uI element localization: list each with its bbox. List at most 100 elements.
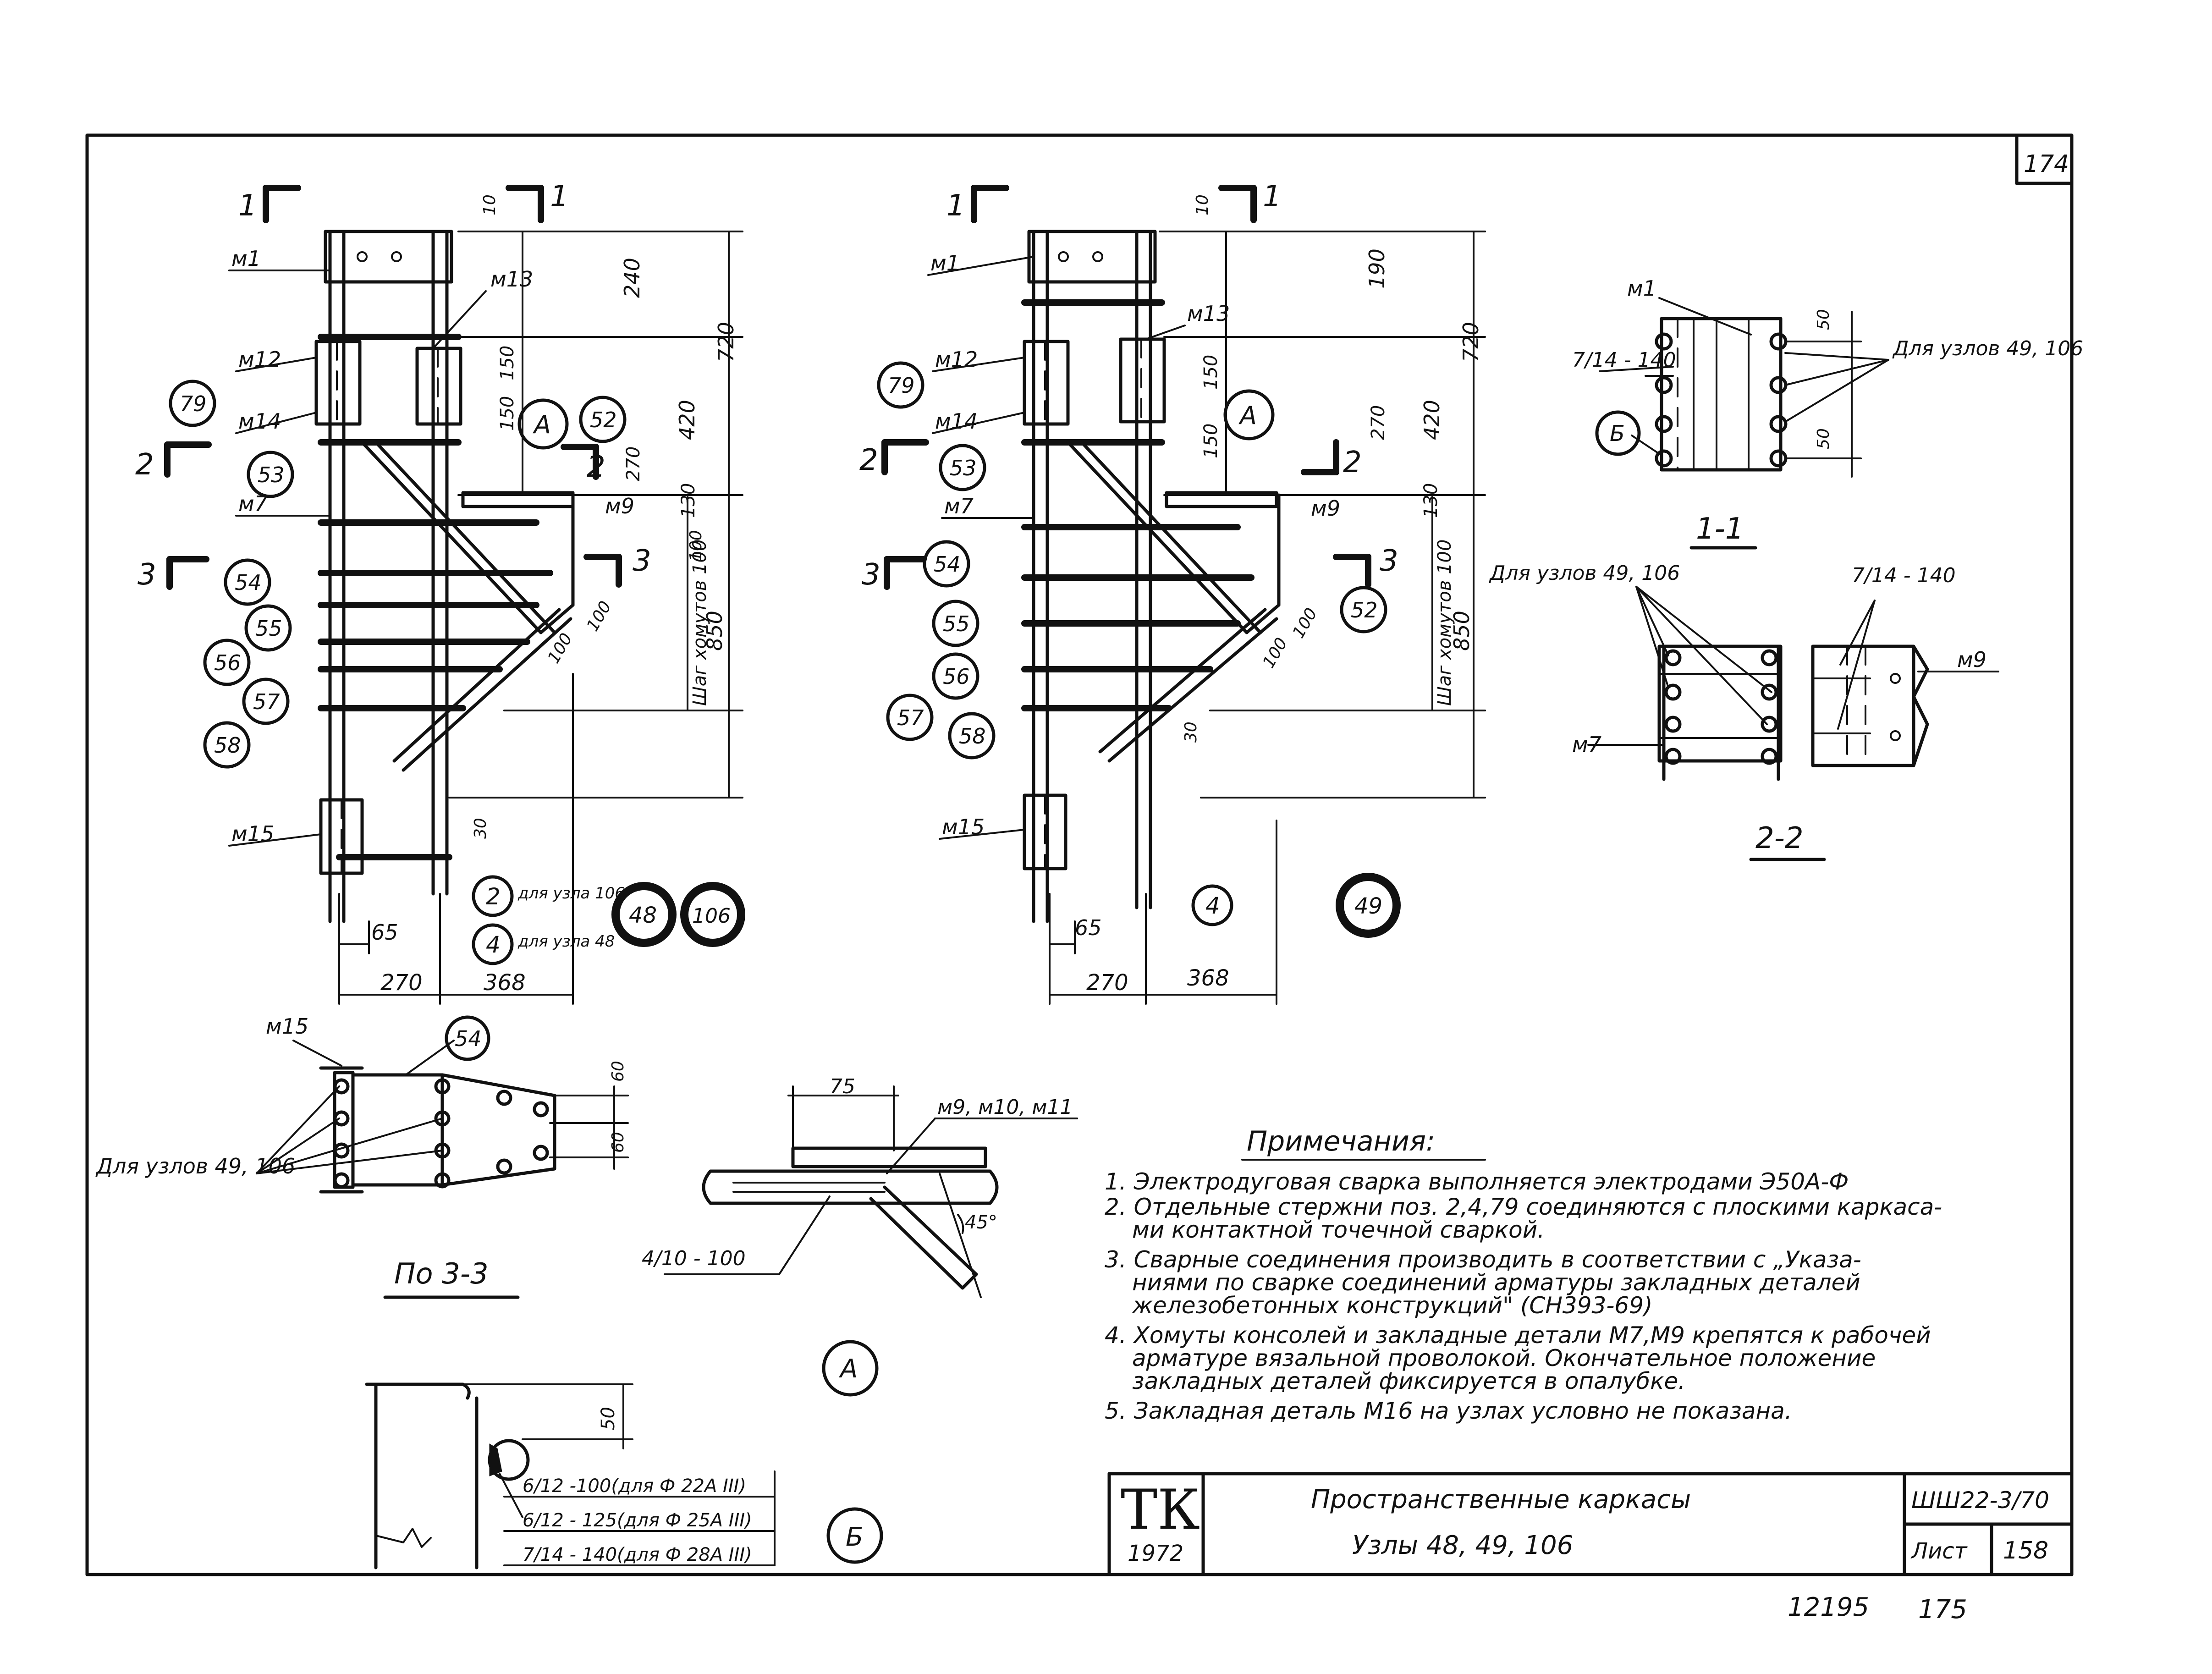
svg-text:130: 130 bbox=[678, 483, 699, 518]
left-label-m13: м13 bbox=[490, 267, 533, 292]
left-note-4: для узла 48 bbox=[517, 932, 615, 951]
detail-A-angle: 45° bbox=[965, 1212, 997, 1233]
note-line-4: 3. Сварные соединения производить в соот… bbox=[1105, 1246, 1861, 1273]
svg-text:150: 150 bbox=[1200, 424, 1222, 458]
section-3-3-dim-b: 60 bbox=[609, 1132, 627, 1153]
title-block-logo: ТК bbox=[1121, 1478, 1200, 1542]
left-section-tick-marks bbox=[164, 441, 622, 590]
left-leader-lines bbox=[228, 270, 487, 847]
detail-A-weld: 4/10 - 100 bbox=[642, 1247, 746, 1270]
mid-sec-2b: 2 bbox=[1343, 446, 1362, 479]
title-block-subtitle: Узлы 48, 49, 106 bbox=[1352, 1531, 1573, 1560]
left-circle-2: 2 bbox=[486, 883, 501, 910]
svg-text:150: 150 bbox=[497, 396, 518, 431]
detail-A-dim: 75 bbox=[830, 1075, 855, 1098]
section-2-2-title: 2-2 bbox=[1755, 821, 1804, 855]
left-node-elevation bbox=[263, 185, 743, 1005]
mid-sec-3a: 3 bbox=[862, 558, 880, 592]
left-sec-1b: 1 bbox=[550, 180, 569, 214]
notes-heading: Примечания: bbox=[1247, 1125, 1435, 1157]
detail-B bbox=[365, 1382, 883, 1569]
note-line-8: арматуре вязальной проволокой. Окончател… bbox=[1132, 1345, 1876, 1371]
left-circle-79: 79 bbox=[180, 391, 207, 416]
section-2-2-m9: м9 bbox=[1957, 647, 1986, 672]
bottom-left-number: 12195 bbox=[1788, 1592, 1869, 1622]
svg-text:100: 100 bbox=[583, 598, 615, 634]
note-line-5: ниями по сварке соединений арматуры закл… bbox=[1132, 1269, 1860, 1296]
left-sec-3a: 3 bbox=[138, 558, 156, 592]
section-3-3-note: Для узлов 49, 106 bbox=[95, 1154, 295, 1178]
svg-text:65: 65 bbox=[1075, 915, 1102, 940]
svg-text:270: 270 bbox=[380, 970, 423, 996]
mid-node-elevation bbox=[971, 185, 1486, 1005]
svg-text:720: 720 bbox=[1458, 322, 1483, 362]
bottom-right-number: 175 bbox=[1918, 1595, 1967, 1624]
detail-B-weld-2: 6/12 - 125(для Ф 25А III) bbox=[523, 1510, 752, 1531]
mid-circles bbox=[877, 361, 1401, 938]
section-1-1-part: м1 bbox=[1627, 276, 1656, 301]
svg-text:240: 240 bbox=[620, 258, 644, 298]
mid-circle-54: 54 bbox=[934, 552, 961, 577]
left-circle-106: 106 bbox=[692, 904, 731, 928]
mid-circle-53: 53 bbox=[950, 456, 977, 480]
svg-text:100: 100 bbox=[687, 530, 705, 562]
section-2-2 bbox=[1587, 586, 1999, 861]
note-line-6: железобетонных конструкций" (СН393-69) bbox=[1132, 1292, 1653, 1319]
left-circle-53: 53 bbox=[258, 463, 285, 487]
left-circle-52: 52 bbox=[590, 407, 617, 432]
svg-text:270: 270 bbox=[1086, 970, 1128, 996]
left-circle-48: 48 bbox=[629, 903, 657, 928]
detail-B-title: Б bbox=[846, 1522, 863, 1552]
svg-text:368: 368 bbox=[1187, 965, 1229, 991]
left-circle-54: 54 bbox=[235, 570, 262, 595]
mid-label-m9: м9 bbox=[1311, 496, 1340, 521]
mid-label-m14: м14 bbox=[935, 409, 978, 434]
section-3-3 bbox=[256, 1015, 629, 1299]
svg-text:10: 10 bbox=[1193, 194, 1212, 215]
detail-B-weld-3: 7/14 - 140(для Ф 28А III) bbox=[523, 1544, 752, 1565]
left-circles bbox=[169, 380, 745, 965]
svg-text:100: 100 bbox=[1289, 605, 1321, 641]
section-2-2-m7: м7 bbox=[1572, 732, 1601, 757]
svg-text:720: 720 bbox=[714, 322, 738, 362]
svg-text:190: 190 bbox=[1365, 248, 1389, 289]
svg-text:270: 270 bbox=[623, 446, 644, 481]
left-circle-58: 58 bbox=[214, 733, 241, 758]
title-block-frame bbox=[1107, 1472, 2074, 1576]
note-line-9: закладных деталей фиксируется в опалубке… bbox=[1132, 1368, 1685, 1394]
svg-text:10: 10 bbox=[480, 194, 499, 215]
section-3-3-dim-a: 60 bbox=[609, 1061, 627, 1082]
section-1-1-title: 1-1 bbox=[1696, 512, 1744, 546]
section-1-1-circle: Б bbox=[1610, 421, 1625, 446]
svg-text:65: 65 bbox=[371, 920, 398, 945]
left-note-2: для узла 106 bbox=[517, 884, 625, 903]
mid-sec-2a: 2 bbox=[859, 443, 878, 477]
note-line-7: 4. Хомуты консолей и закладные детали М7… bbox=[1105, 1322, 1931, 1349]
mid-label-m7: м7 bbox=[944, 494, 974, 518]
svg-text:100: 100 bbox=[1259, 634, 1291, 671]
title-block-series: ШШ22-3/70 bbox=[1911, 1487, 2049, 1514]
mid-circle-79: 79 bbox=[888, 373, 915, 398]
svg-text:368: 368 bbox=[484, 970, 526, 996]
mid-circle-A: А bbox=[1238, 401, 1257, 430]
mid-circle-49: 49 bbox=[1354, 893, 1382, 919]
svg-text:850: 850 bbox=[702, 611, 727, 651]
mid-label-m13: м13 bbox=[1187, 301, 1230, 326]
mid-leader-lines bbox=[927, 256, 1186, 840]
left-vertical-note: Шаг хомутов 100 bbox=[689, 540, 710, 706]
svg-text:130: 130 bbox=[1420, 483, 1442, 518]
detail-A-parts: м9, м10, м11 bbox=[937, 1096, 1073, 1119]
left-sec-2a: 2 bbox=[135, 448, 154, 482]
svg-text:420: 420 bbox=[675, 400, 699, 440]
svg-text:150: 150 bbox=[497, 346, 518, 380]
left-label-m1: м1 bbox=[231, 246, 261, 271]
section-1-1 bbox=[1595, 297, 1889, 550]
mid-vertical-note: Шаг хомутов 100 bbox=[1434, 540, 1455, 706]
note-line-1: 1. Электродуговая сварка выполняется эле… bbox=[1105, 1168, 1849, 1195]
svg-text:270: 270 bbox=[1368, 405, 1389, 440]
svg-text:150: 150 bbox=[1200, 355, 1222, 390]
note-line-10: 5. Закладная деталь М16 на узлах условно… bbox=[1105, 1398, 1792, 1424]
section-3-3-title: По 3-3 bbox=[394, 1257, 489, 1290]
left-dimension-texts: 10 240 720 150 150 420 270 130 100 100 1… bbox=[371, 194, 738, 996]
mid-circle-55: 55 bbox=[943, 611, 970, 636]
